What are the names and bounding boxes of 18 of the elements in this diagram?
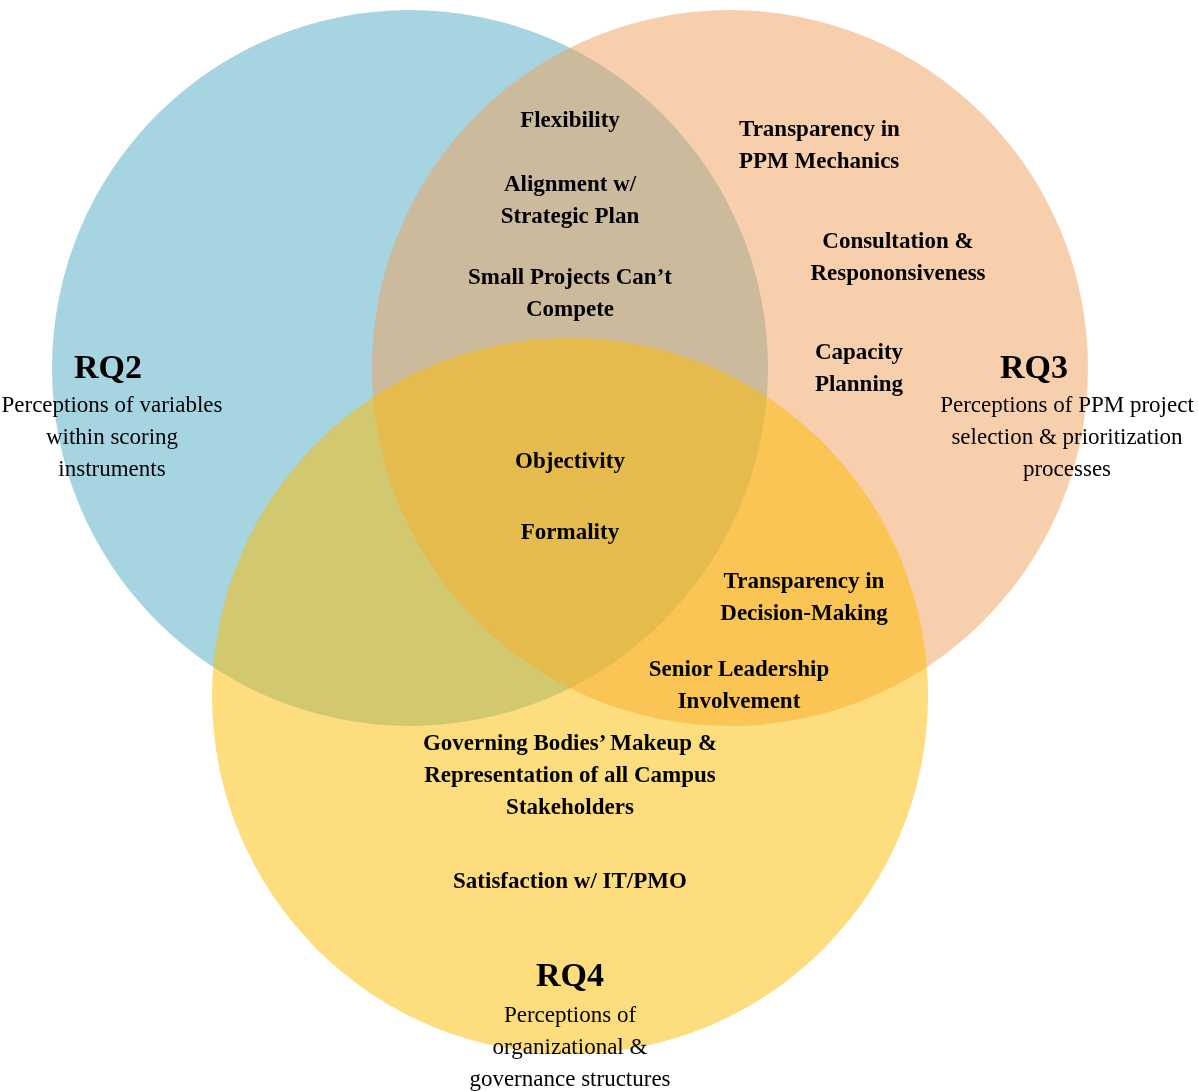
circle-heading: RQ4 — [536, 955, 604, 995]
overlap-label: Formality — [519, 518, 621, 546]
overlap-label: Objectivity — [514, 447, 626, 475]
circle-description: Perceptions of organizational & governance structures — [468, 1001, 672, 1091]
overlap-label: Governing Bodies’ Makeup & Representation of all Campus Stakeholders — [421, 729, 719, 821]
overlap-label: Satisfaction w/ IT/PMO — [452, 867, 688, 895]
overlap-label: Small Projects Can’t Compete — [467, 263, 673, 323]
overlap-label: Transparency in PPM Mechanics — [739, 115, 901, 175]
overlap-label: Capacity Planning — [813, 338, 905, 398]
circle-heading: RQ3 — [1000, 347, 1068, 387]
circle-description: Perceptions of variables within scoring instruments — [0, 391, 224, 483]
overlap-label: Transparency in Decision-Making — [719, 567, 889, 627]
overlap-label: Alignment w/ Strategic Plan — [499, 170, 641, 230]
overlap-label: Flexibility — [519, 106, 621, 134]
overlap-label: Consultation & Respononsiveness — [809, 227, 987, 287]
circle-description: Perceptions of PPM project selection & prioritization processes — [939, 391, 1195, 483]
circle-heading: RQ2 — [74, 347, 142, 387]
overlap-label: Senior Leadership Involvement — [647, 655, 831, 715]
